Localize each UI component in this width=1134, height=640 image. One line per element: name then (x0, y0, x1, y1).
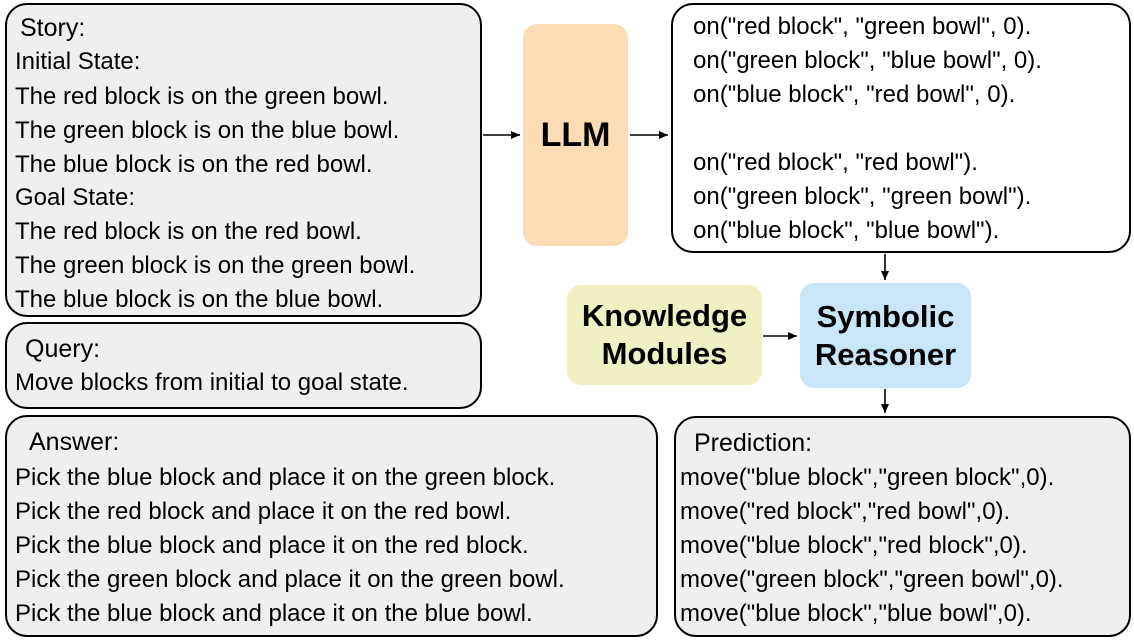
answer-line: Pick the green block and place it on the… (15, 566, 565, 593)
llm-label: LLM (540, 115, 611, 154)
story-title: Story: (20, 14, 86, 42)
answer-box: Answer: Pick the blue block and place it… (5, 415, 658, 637)
fact-line: on("blue block", "red bowl", 0). (693, 81, 1016, 108)
prediction-line: move("blue block","red block",0). (680, 532, 1028, 559)
fact-line: on("red block", "green bowl", 0). (693, 13, 1032, 40)
prediction-line: move("blue block","green block",0). (680, 464, 1055, 491)
answer-title: Answer: (29, 428, 120, 456)
initial-state-line: The green block is on the blue bowl. (15, 117, 400, 144)
query-box: Query: Move blocks from initial to goal … (5, 322, 482, 409)
prediction-line: move("green block","green bowl",0). (680, 566, 1064, 593)
goal-line: on("green block", "green bowl"). (693, 183, 1032, 210)
query-title: Query: (25, 335, 101, 363)
goal-line: on("red block", "red bowl"). (693, 149, 978, 176)
answer-line: Pick the blue block and place it on the … (15, 532, 529, 559)
initial-state-line: The blue block is on the red bowl. (15, 151, 373, 178)
goal-state-line: The blue block is on the blue bowl. (15, 286, 384, 313)
fact-line: on("green block", "blue bowl", 0). (693, 47, 1042, 74)
goal-state-label: Goal State: (15, 184, 136, 211)
knowledge-modules: Knowledge Modules (567, 285, 762, 385)
knowledge-label-line2: Modules (601, 336, 728, 371)
goal-line: on("blue block", "blue bowl"). (693, 217, 1000, 244)
query-text: Move blocks from initial to goal state. (15, 369, 409, 396)
symbolic-reasoner: Symbolic Reasoner (800, 283, 971, 388)
prediction-box: Prediction: move("blue block","green blo… (674, 416, 1131, 637)
prediction-line: move("red block","red bowl",0). (680, 498, 1011, 525)
llm-module: LLM (523, 24, 628, 246)
goal-state-line: The red block is on the red bowl. (15, 218, 362, 245)
answer-line: Pick the red block and place it on the r… (15, 498, 512, 525)
answer-line: Pick the blue block and place it on the … (15, 464, 556, 491)
logic-program-box: on("red block", "green bowl", 0). on("gr… (671, 3, 1131, 253)
prediction-line: move("blue block","blue bowl",0). (680, 600, 1032, 627)
reasoner-label-line1: Symbolic (816, 298, 955, 334)
story-box: Story: Initial State: The red block is o… (5, 3, 482, 317)
prediction-title: Prediction: (694, 429, 813, 457)
reasoner-label-line2: Reasoner (814, 336, 957, 372)
initial-state-label: Initial State: (15, 48, 141, 75)
initial-state-line: The red block is on the green bowl. (15, 83, 389, 110)
answer-line: Pick the blue block and place it on the … (15, 600, 533, 627)
knowledge-label-line1: Knowledge (581, 298, 748, 333)
goal-state-line: The green block is on the green bowl. (15, 252, 416, 279)
